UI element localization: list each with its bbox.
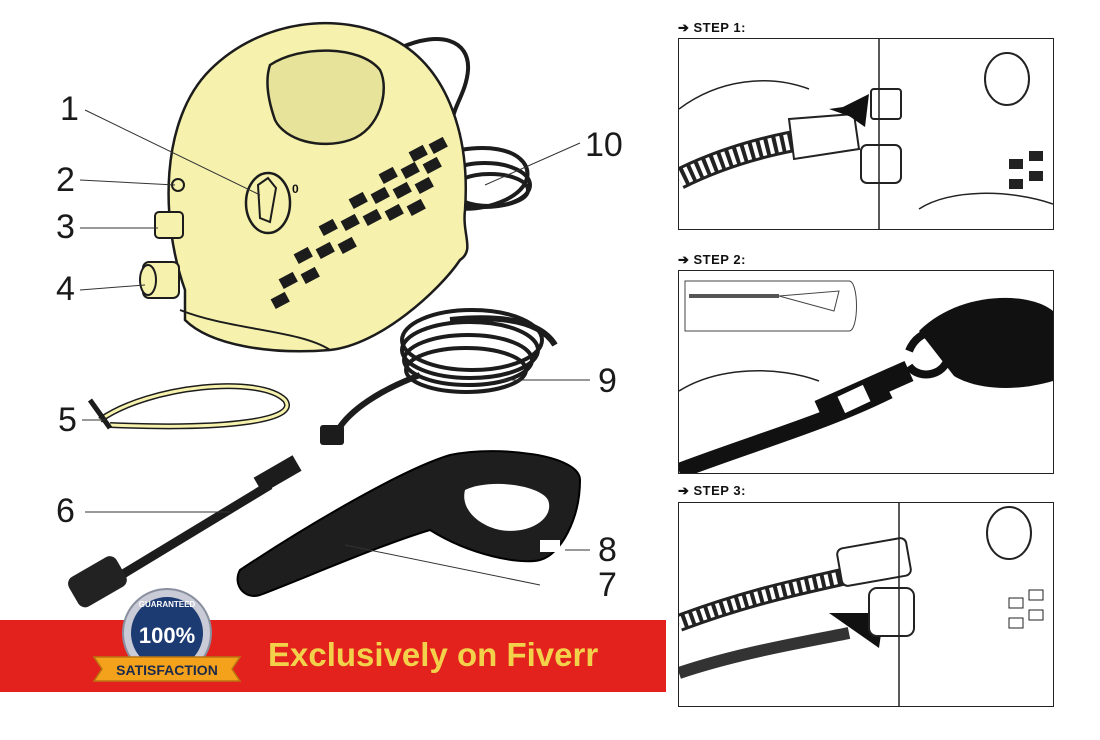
badge-percent: 100% xyxy=(139,623,195,648)
step-1-illustration xyxy=(679,39,1053,229)
step-2-illustration xyxy=(679,280,1053,473)
trigger-gun xyxy=(236,450,582,597)
connectors xyxy=(139,178,185,299)
spray-lance xyxy=(68,455,302,608)
callout-1: 1 xyxy=(60,90,79,128)
callout-2: 2 xyxy=(56,161,75,199)
leader-lines xyxy=(79,109,590,586)
satisfaction-badge: GUARANTEED 100% SATISFACTION xyxy=(92,588,242,682)
step-1-panel xyxy=(678,38,1054,230)
callout-9: 9 xyxy=(598,362,617,400)
parts-diagram: 1 2 3 4 5 6 7 8 9 10 0 xyxy=(56,21,623,608)
badge-ribbon-text: SATISFACTION xyxy=(116,662,218,678)
dial-mark: 0 xyxy=(292,182,299,196)
pressure-hose xyxy=(335,308,558,432)
intake-filter xyxy=(87,383,290,430)
callout-7: 7 xyxy=(598,566,617,604)
callout-5: 5 xyxy=(58,401,77,439)
vent-slots xyxy=(270,136,448,310)
callout-4: 4 xyxy=(56,270,75,308)
step-2-panel xyxy=(678,270,1054,474)
callout-8: 8 xyxy=(598,531,617,569)
callout-3: 3 xyxy=(56,208,75,246)
switch-dial xyxy=(244,171,292,235)
washer-body xyxy=(167,21,469,353)
callout-6: 6 xyxy=(56,492,75,530)
step-2-label: ➔ STEP 2: xyxy=(678,252,746,267)
parts-illustration xyxy=(68,21,590,608)
step-3-illustration xyxy=(679,503,1044,706)
badge-top-text: GUARANTEED xyxy=(139,600,196,609)
callout-10: 10 xyxy=(585,126,623,164)
step-1-label: ➔ STEP 1: xyxy=(678,20,746,35)
step-3-label: ➔ STEP 3: xyxy=(678,483,746,498)
banner-text: Exclusively on Fiverr xyxy=(268,636,599,673)
hose-nut xyxy=(320,425,344,445)
step-3-panel xyxy=(678,502,1054,707)
